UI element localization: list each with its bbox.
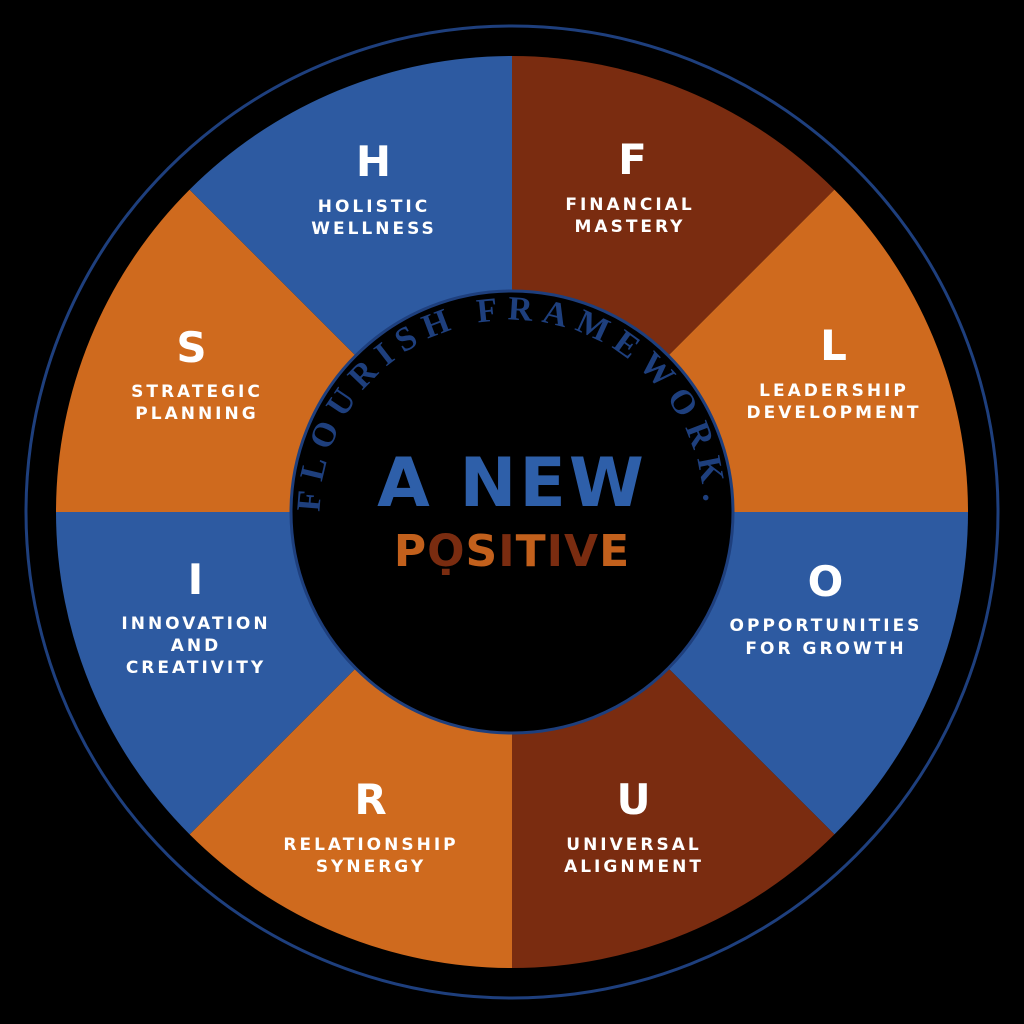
subtitle-letter: T: [516, 526, 547, 577]
subtitle-letter: E: [599, 526, 630, 577]
segment-label-line: FINANCIAL: [565, 195, 694, 215]
segment-label-line: ALIGNMENT: [564, 857, 704, 877]
segment-label-line: RELATIONSHIP: [283, 835, 458, 855]
segment-label-line: HOLISTIC: [318, 197, 430, 217]
outer-ring-circle: [24, 24, 1000, 1000]
subtitle-letter: I: [547, 526, 564, 577]
segment-letter-r: R: [354, 775, 387, 824]
segment-label-line: SYNERGY: [316, 857, 426, 877]
subtitle-letter: I: [498, 526, 515, 577]
inner-circle: [289, 289, 735, 735]
segment-letter-f: F: [618, 135, 648, 184]
segment-letter-u: U: [616, 775, 651, 824]
segment-label-line: OPPORTUNITIES: [730, 616, 923, 636]
segment-letter-s: S: [176, 323, 207, 372]
segment-label-line: WELLNESS: [311, 219, 437, 239]
subtitle-letter: P: [394, 526, 427, 577]
segment-label-line: FOR GROWTH: [745, 639, 906, 659]
subtitle-letter: V: [564, 526, 599, 577]
subtitle-letter: Ọ: [427, 526, 465, 577]
segment-label-line: MASTERY: [575, 217, 686, 237]
segment-letter-o: O: [808, 557, 845, 606]
segment-label-line: INNOVATION: [121, 614, 270, 634]
segment-label-line: PLANNING: [135, 404, 258, 424]
center-title: A NEW: [377, 444, 647, 523]
segment-label-line: CREATIVITY: [126, 658, 266, 678]
subtitle-letter: S: [466, 526, 499, 577]
center-subtitle: PỌSITIVE: [394, 526, 630, 577]
segment-label-line: AND: [171, 636, 222, 656]
segment-label-line: STRATEGIC: [131, 382, 263, 402]
segment-label-line: LEADERSHIP: [759, 381, 909, 401]
segment-label-line: DEVELOPMENT: [747, 403, 922, 423]
segment-letter-l: L: [820, 321, 848, 370]
segment-letter-i: I: [188, 555, 205, 604]
segment-label-line: UNIVERSAL: [566, 835, 701, 855]
segment-letter-h: H: [356, 137, 392, 186]
segment-labels: F FINANCIAL MASTERY L LEADERSHIP DEVELOP…: [121, 135, 923, 877]
